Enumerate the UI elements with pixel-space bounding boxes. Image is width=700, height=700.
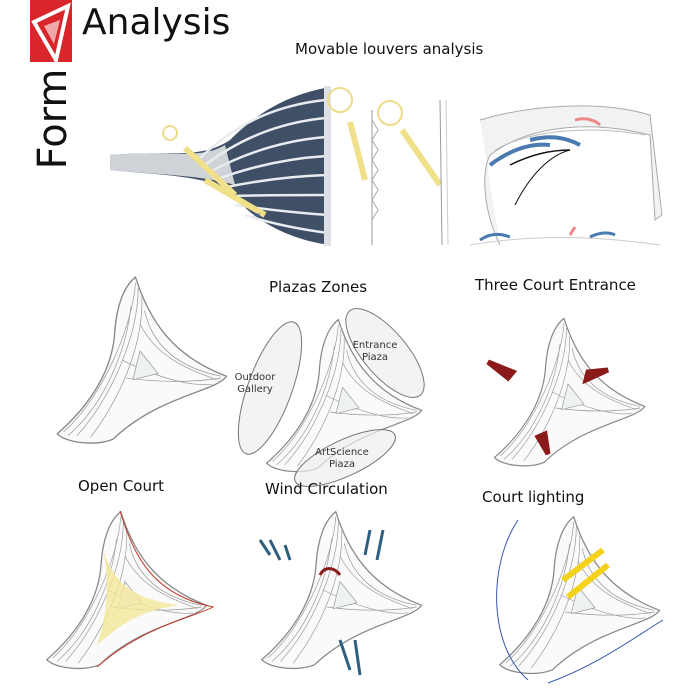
zone-label-artscience-piaza: ArtScience Piaza	[315, 447, 369, 470]
wind-marker: ≈	[253, 210, 261, 221]
wind-title: Wind Circulation	[265, 480, 388, 498]
plazas-title: Plazas Zones	[269, 278, 368, 296]
louvers-diagram: ≈	[110, 86, 449, 246]
entrance-title: Three Court Entrance	[475, 276, 636, 294]
form-3d-model	[56, 276, 228, 444]
lighting-diagram	[496, 516, 664, 684]
wind-section-diagram	[469, 105, 663, 246]
open-court-diagram	[46, 510, 215, 670]
logo-mark-icon	[31, 2, 71, 66]
zone-label-entrance-piaza: Entrance Piaza	[352, 340, 398, 363]
lighting-title: Court lighting	[482, 488, 585, 506]
louvers-title: Movable louvers analysis	[295, 40, 484, 58]
entrance-diagram	[486, 317, 646, 467]
open-court-title: Open Court	[78, 477, 165, 495]
zone-label-outdoor-gallery: Outdoor Gallery	[234, 372, 276, 395]
logo	[30, 0, 72, 66]
wind-diagram	[258, 511, 423, 676]
page-title: Analysis	[82, 2, 231, 43]
plazas-diagram	[237, 308, 425, 487]
